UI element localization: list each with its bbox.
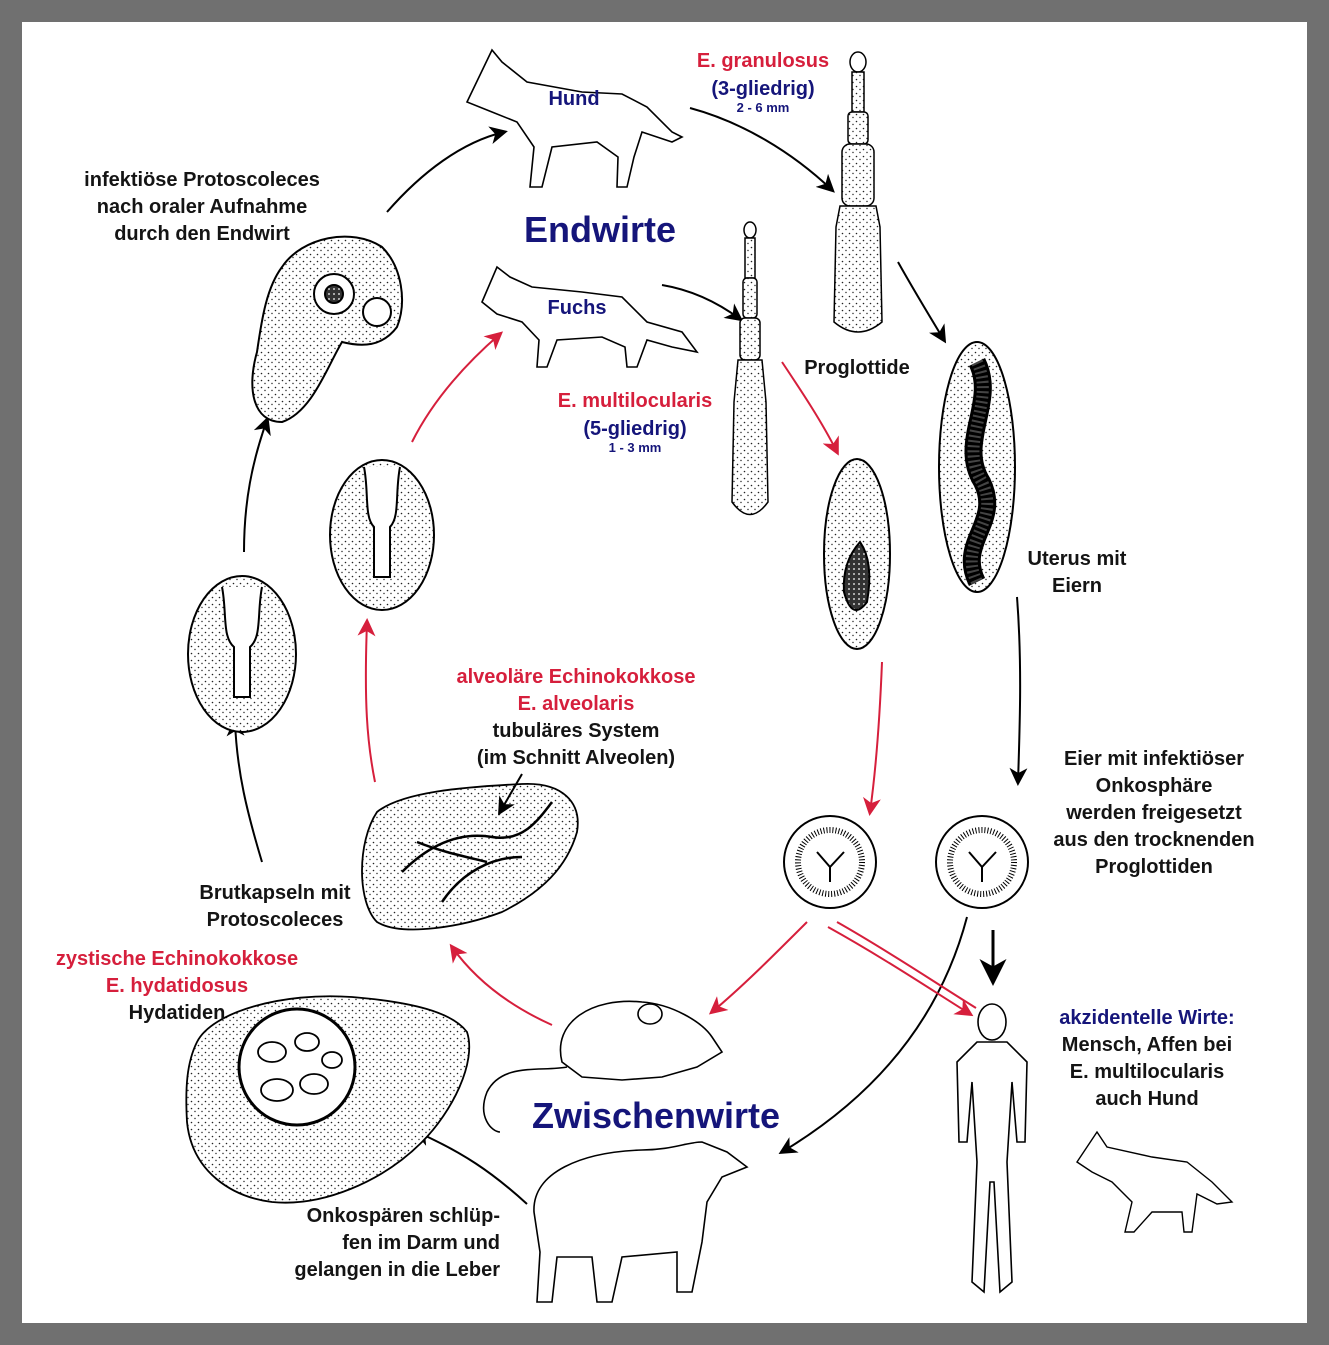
multilocularis-size: 1 - 3 mm (609, 440, 662, 455)
granulosus-name: E. granulosus (697, 50, 829, 72)
svg-text:werden freigesetzt: werden freigesetzt (1065, 802, 1242, 824)
human-illustration (957, 1004, 1027, 1292)
arrow-egg-to-sheep (782, 917, 967, 1152)
proglottid-egg-uterus (939, 342, 1015, 592)
label-proglottide: Proglottide (804, 357, 910, 379)
proglottid-multilocularis (824, 459, 890, 649)
svg-text:Mensch, Affen bei: Mensch, Affen bei (1062, 1034, 1232, 1056)
svg-text:E. hydatidosus: E. hydatidosus (106, 975, 248, 997)
protoscolex (252, 237, 402, 422)
svg-text:Onkospären schlüp-: Onkospären schlüp- (307, 1205, 500, 1227)
svg-text:Hydatiden: Hydatiden (129, 1002, 226, 1024)
multilocularis-segments: (5-gliedrig) (583, 418, 686, 440)
svg-text:tubuläres System: tubuläres System (493, 720, 660, 742)
svg-text:Eier mit infektiöser: Eier mit infektiöser (1064, 748, 1244, 770)
multilocularis-name: E. multilocularis (558, 390, 712, 412)
svg-text:Uterus mit: Uterus mit (1028, 548, 1127, 570)
arrow-egg-to-mouse (712, 922, 807, 1012)
heading-endwirte: Endwirte (524, 209, 676, 250)
tapeworm-multilocularis (732, 222, 768, 515)
diagram-panel: Endwirte Zwischenwirte Hund Fuchs E. gra… (22, 22, 1307, 1323)
small-dog-illustration (1077, 1132, 1232, 1232)
heading-zwischenwirte: Zwischenwirte (532, 1095, 780, 1136)
arrow-egg-to-human-red-2 (837, 922, 976, 1008)
svg-text:akzidentelle Wirte:: akzidentelle Wirte: (1059, 1007, 1234, 1029)
svg-text:zystische Echinokokkose: zystische Echinokokkose (56, 948, 298, 970)
dog-illustration (467, 50, 682, 187)
brood-capsule-upper (330, 460, 434, 610)
brood-capsule-lower (188, 576, 296, 732)
tapeworm-granulosus (834, 52, 882, 332)
label-fuchs: Fuchs (548, 297, 607, 319)
svg-text:fen im Darm und: fen im Darm und (342, 1232, 500, 1254)
label-akzidentell: akzidentelle Wirte: Mensch, Affen bei E.… (1059, 1007, 1234, 1110)
svg-text:Brutkapseln mit: Brutkapseln mit (199, 882, 350, 904)
svg-text:Proglottiden: Proglottiden (1095, 856, 1213, 878)
svg-text:durch den Endwirt: durch den Endwirt (114, 223, 290, 245)
svg-text:nach oraler Aufnahme: nach oraler Aufnahme (97, 196, 307, 218)
onchosphere-egg-left (784, 816, 876, 908)
svg-text:(im Schnitt Alveolen): (im Schnitt Alveolen) (477, 747, 675, 769)
arrow-capsule-to-protoscolex (244, 420, 267, 552)
svg-text:alveoläre Echinokokkose: alveoläre Echinokokkose (456, 666, 695, 688)
arrow-granulosus-to-uterus (898, 262, 944, 340)
arrow-liver-to-capsule (366, 622, 375, 782)
label-uterus: Uterus mit Eiern (1028, 548, 1127, 597)
svg-text:E. multilocularis: E. multilocularis (1070, 1061, 1224, 1083)
liver-cyst (186, 996, 469, 1202)
arrow-capsule-to-fox (412, 334, 500, 442)
label-hund: Hund (548, 88, 599, 110)
arrow-dog-to-granulosus (690, 108, 832, 190)
arrow-uterus-to-egg (1017, 597, 1020, 782)
svg-text:aus den trocknenden: aus den trocknenden (1053, 829, 1254, 851)
granulosus-segments: (3-gliedrig) (711, 78, 814, 100)
arrow-fox-to-multilocularis (662, 285, 740, 319)
label-eier: Eier mit infektiöser Onkosphäre werden f… (1053, 748, 1254, 878)
life-cycle-diagram: Endwirte Zwischenwirte Hund Fuchs E. gra… (22, 22, 1307, 1323)
svg-text:Eiern: Eiern (1052, 575, 1102, 597)
label-infektioes: infektiöse Protoscoleces nach oraler Auf… (84, 169, 320, 245)
arrow-mouse-to-liver (452, 947, 552, 1025)
svg-text:E. alveolaris: E. alveolaris (518, 693, 635, 715)
arrow-proglottid-to-egg (870, 662, 882, 812)
onchosphere-egg-right (936, 816, 1028, 908)
arrow-sheep-to-liver (417, 1132, 527, 1204)
svg-text:auch Hund: auch Hund (1095, 1088, 1198, 1110)
svg-text:Protoscoleces: Protoscoleces (207, 909, 344, 931)
arrow-protoscolex-to-dog (387, 132, 504, 212)
arrow-brutkapsel-to-capsule (235, 722, 262, 862)
svg-text:gelangen in die Leber: gelangen in die Leber (294, 1259, 500, 1281)
label-alveolaer: alveoläre Echinokokkose E. alveolaris tu… (456, 666, 695, 769)
granulosus-size: 2 - 6 mm (737, 100, 790, 115)
label-brutkapseln: Brutkapseln mit Protoscoleces (199, 882, 350, 931)
svg-text:Onkosphäre: Onkosphäre (1096, 775, 1213, 797)
sheep-illustration (534, 1142, 747, 1302)
liver-alveolar (362, 784, 578, 930)
label-onkospaeren: Onkospären schlüp- fen im Darm und gelan… (294, 1205, 500, 1281)
svg-text:infektiöse Protoscoleces: infektiöse Protoscoleces (84, 169, 320, 191)
